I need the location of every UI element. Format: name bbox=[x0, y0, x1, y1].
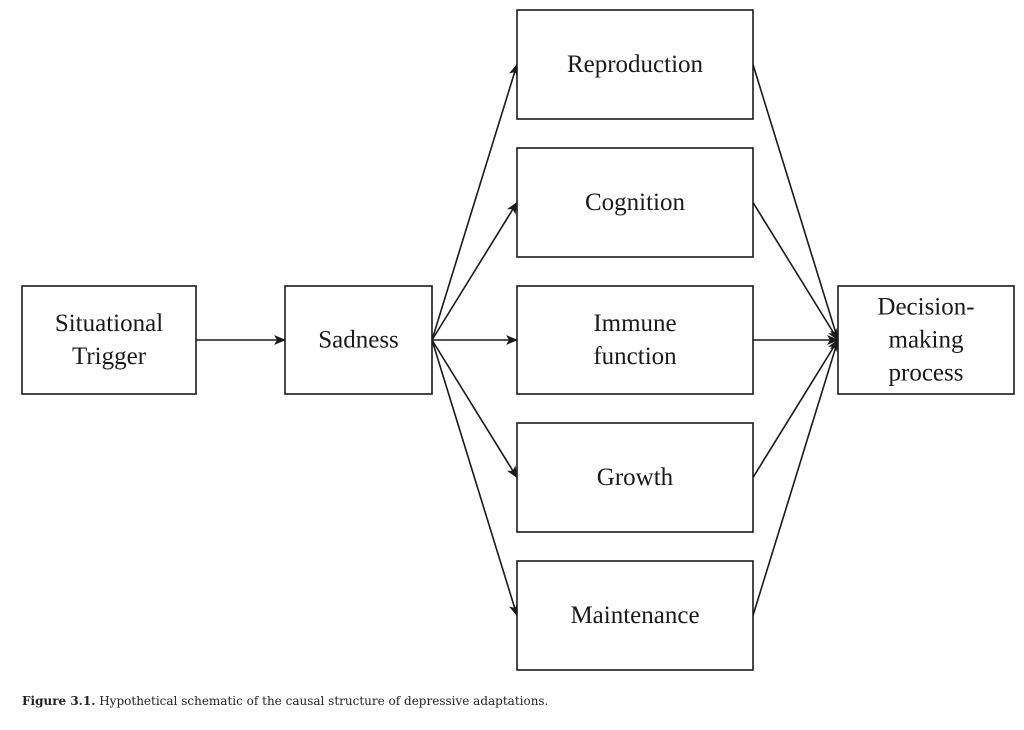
arrow-cognition-to-decision bbox=[752, 202, 839, 341]
node-growth: Growth bbox=[516, 422, 754, 533]
node-decision: Decision-making process bbox=[837, 285, 1015, 395]
node-box-cognition bbox=[516, 147, 754, 258]
node-cognition: Cognition bbox=[516, 147, 754, 258]
node-label-immune-line-2: function bbox=[593, 343, 677, 370]
node-label-decision-line-3: process bbox=[889, 360, 964, 387]
node-label-decision-line-2: making bbox=[889, 327, 964, 354]
figure-caption: Figure 3.1. Hypothetical schematic of th… bbox=[22, 694, 548, 708]
node-reproduction: Reproduction bbox=[516, 9, 754, 120]
arrow-sadness-to-growth bbox=[431, 339, 518, 479]
arrow-sadness-to-maintenance bbox=[431, 339, 519, 617]
node-immune: Immune function bbox=[516, 285, 754, 395]
node-box-reproduction bbox=[516, 9, 754, 120]
node-maintenance: Maintenance bbox=[516, 560, 754, 671]
node-label-growth-line-1: Growth bbox=[597, 464, 674, 491]
node-sadness: Sadness bbox=[284, 285, 433, 395]
node-label-immune-line-1: Immune bbox=[593, 310, 676, 337]
arrow-sadness-to-cognition bbox=[431, 201, 518, 341]
node-label-reproduction-line-1: Reproduction bbox=[567, 51, 704, 78]
node-label-trigger-line-1: Situational bbox=[55, 310, 163, 337]
node-box-decision bbox=[837, 285, 1015, 395]
node-box-sadness bbox=[284, 285, 433, 395]
node-label-trigger-line-2: Trigger bbox=[72, 343, 147, 370]
node-box-maintenance bbox=[516, 560, 754, 671]
node-label-decision-line-1: Decision- bbox=[877, 294, 974, 321]
node-box-trigger bbox=[21, 285, 197, 395]
arrow-sadness-to-reproduction bbox=[431, 63, 519, 341]
arrow-maintenance-to-decision bbox=[752, 339, 840, 616]
caption-label: Figure 3.1. bbox=[22, 694, 96, 708]
node-box-growth bbox=[516, 422, 754, 533]
node-box-immune bbox=[516, 285, 754, 395]
arrow-growth-to-decision bbox=[752, 339, 839, 478]
edges-layer bbox=[196, 63, 840, 617]
arrow-reproduction-to-decision bbox=[752, 64, 840, 341]
node-label-sadness-line-1: Sadness bbox=[318, 327, 399, 354]
node-label-cognition-line-1: Cognition bbox=[585, 189, 686, 216]
node-label-maintenance-line-1: Maintenance bbox=[570, 602, 699, 629]
caption-text: Hypothetical schematic of the causal str… bbox=[99, 694, 549, 708]
